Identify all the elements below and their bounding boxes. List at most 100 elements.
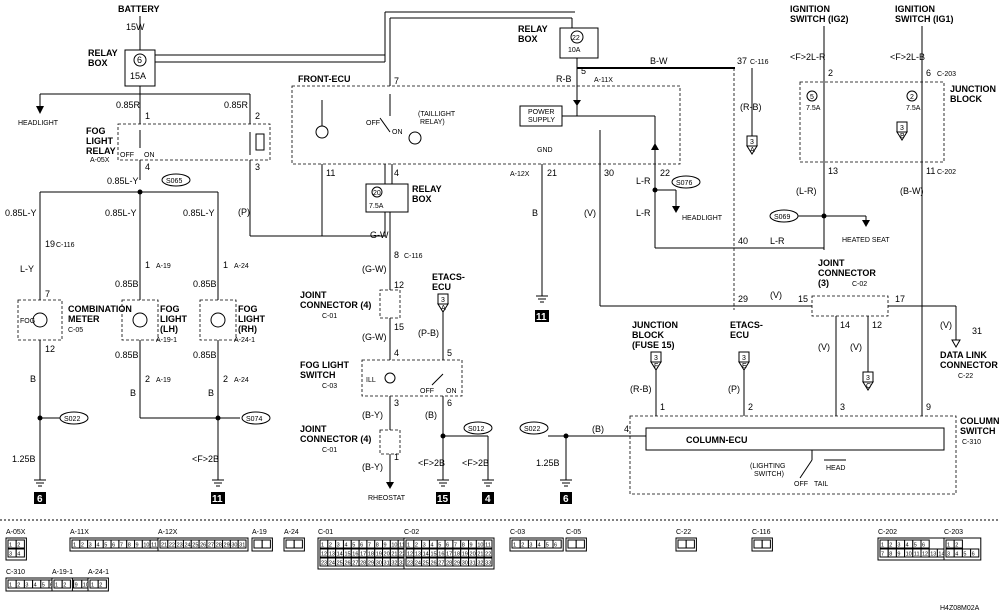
connector-pin-number: 2: [81, 543, 84, 549]
connector-pin-number: 1: [73, 543, 76, 549]
connector-pin-number: 24: [184, 543, 190, 549]
fog-light-rh: [199, 299, 237, 341]
connector-label: A-19: [252, 529, 267, 536]
fog-light-lh: [121, 299, 159, 341]
connector-pin-number: 1: [407, 543, 410, 549]
lighting-head: HEAD: [826, 465, 845, 472]
a11x-label: A-11X: [594, 77, 613, 84]
joint-connector-3: [811, 295, 889, 317]
wire-085b-1: 0.85B: [115, 279, 139, 289]
ground-6-right-badge: [560, 492, 572, 504]
front-ecu-box: [291, 85, 681, 165]
connector-pin-number: 16: [438, 552, 444, 558]
pin-2-col: 2: [748, 402, 753, 412]
connector-pin-number: 9: [470, 543, 473, 549]
c310-label: C-310: [962, 439, 981, 446]
ign-ig1-label-2: SWITCH (IG1): [895, 14, 954, 24]
connector-pin-number: 7: [454, 543, 457, 549]
pin-37: 37: [737, 56, 747, 66]
c116-8: C-116: [404, 253, 423, 260]
connector-pin-number: 27: [352, 561, 358, 567]
connector-pin-number: 9: [75, 583, 78, 589]
connector-pin-number: 3: [423, 543, 426, 549]
jb15-label-1: JUNCTION: [632, 320, 678, 330]
jb-fuse5-circle: [806, 90, 818, 102]
power-supply-2: SUPPLY: [528, 117, 555, 124]
relay20-no: 20: [373, 190, 381, 197]
wire-lr-2: L-R: [636, 208, 651, 218]
connector-pin-number: 10: [906, 552, 912, 558]
splice-s074: [241, 411, 271, 425]
column-switch: [629, 415, 957, 495]
connector-pin-number: 29: [454, 561, 460, 567]
wire-085ly-4: 0.85L-Y: [183, 208, 215, 218]
connector-pin-number: 6: [922, 543, 925, 549]
relay20-circle: [371, 186, 383, 198]
connector-pin-number: 12: [321, 552, 327, 558]
connector-pin-number: 3: [9, 552, 12, 558]
combo-meter-label-1: COMBINATION: [68, 304, 132, 314]
fog-light-relay-label-3: RELAY: [86, 146, 116, 156]
splice-s065-label: S065: [166, 178, 182, 185]
pin-31: 31: [972, 326, 982, 336]
connector-pin-number: 11: [485, 543, 491, 549]
connector-pin-number: 25: [423, 561, 429, 567]
connector-pin-cell: [237, 539, 247, 549]
ecu-off: OFF: [366, 120, 380, 127]
pin-4-fogsw: 4: [394, 348, 399, 358]
pin-13-jb: 13: [828, 166, 838, 176]
pin-21-ecu: 21: [547, 168, 557, 178]
connector-pin-number: 1: [947, 543, 950, 549]
relay-box-fuse-no: 6: [137, 55, 142, 65]
connector-pin-number: 4: [344, 543, 347, 549]
connector-label: C-03: [510, 529, 525, 536]
connector-pin-cell: [285, 539, 295, 549]
pin-2-ig2: 2: [828, 68, 833, 78]
wire-f2b-left: <F>2B: [192, 454, 219, 464]
pin-1-col: 1: [660, 402, 665, 412]
connector-pin-number: 4: [96, 543, 99, 549]
relay-box-fuse-amp: 15A: [130, 71, 146, 81]
lighting-off: OFF: [794, 481, 808, 488]
fog-lh-label-3: (LH): [160, 324, 178, 334]
lighting-switch-1: (LIGHTING: [750, 463, 785, 470]
connector-pin-cell: [61, 579, 71, 589]
connector-pin-number: 24: [329, 561, 335, 567]
connector-pin-number: 2: [99, 583, 102, 589]
lighting-switch-contact: [799, 459, 813, 479]
splice-s012: [463, 421, 493, 435]
wire-rb-paren: (R-B): [740, 102, 762, 112]
connector-pin-number: 10: [477, 543, 483, 549]
connector-pin-number: 22: [399, 552, 405, 558]
splice-s076: [671, 175, 701, 189]
meter-fog-label: FOG: [20, 318, 35, 325]
pin-17-jc3: 17: [895, 294, 905, 304]
ground-6-badge: [34, 492, 46, 504]
pin-1-a19: 1: [145, 260, 150, 270]
column-ecu: [645, 427, 945, 451]
wire-b-meter: B: [30, 374, 36, 384]
connector-pin-cell: [483, 539, 493, 549]
fog-relay-on: ON: [144, 152, 155, 159]
wire-p-label: (P): [238, 207, 250, 217]
joint-connector-4: [379, 289, 401, 319]
jb-fuse5-no: 5: [810, 94, 814, 101]
pin-29: 29: [738, 294, 748, 304]
wire-v-label-2: (V): [770, 290, 782, 300]
splice-s022-right-label: S022: [524, 426, 540, 433]
connector-pin-number: 5: [546, 543, 549, 549]
connector-pin-number: 28: [446, 561, 452, 567]
connector-pin-number: 13: [415, 552, 421, 558]
connector-pin-cell: [15, 548, 25, 558]
pin-11-ecu: 11: [326, 168, 335, 178]
connector-pin-number: 2: [521, 543, 524, 549]
jb-fuse2-circle: [906, 90, 918, 102]
connector-pin-number: 14: [337, 552, 343, 558]
connector-label: A-19-1: [52, 569, 73, 576]
pin-5-fogsw: 5: [447, 348, 452, 358]
a191-label: A-19-1: [156, 337, 177, 344]
connector-label: A-05X: [6, 529, 26, 536]
connector-pin-cell: [483, 548, 493, 558]
relay20-title-1: RELAY: [412, 184, 442, 194]
